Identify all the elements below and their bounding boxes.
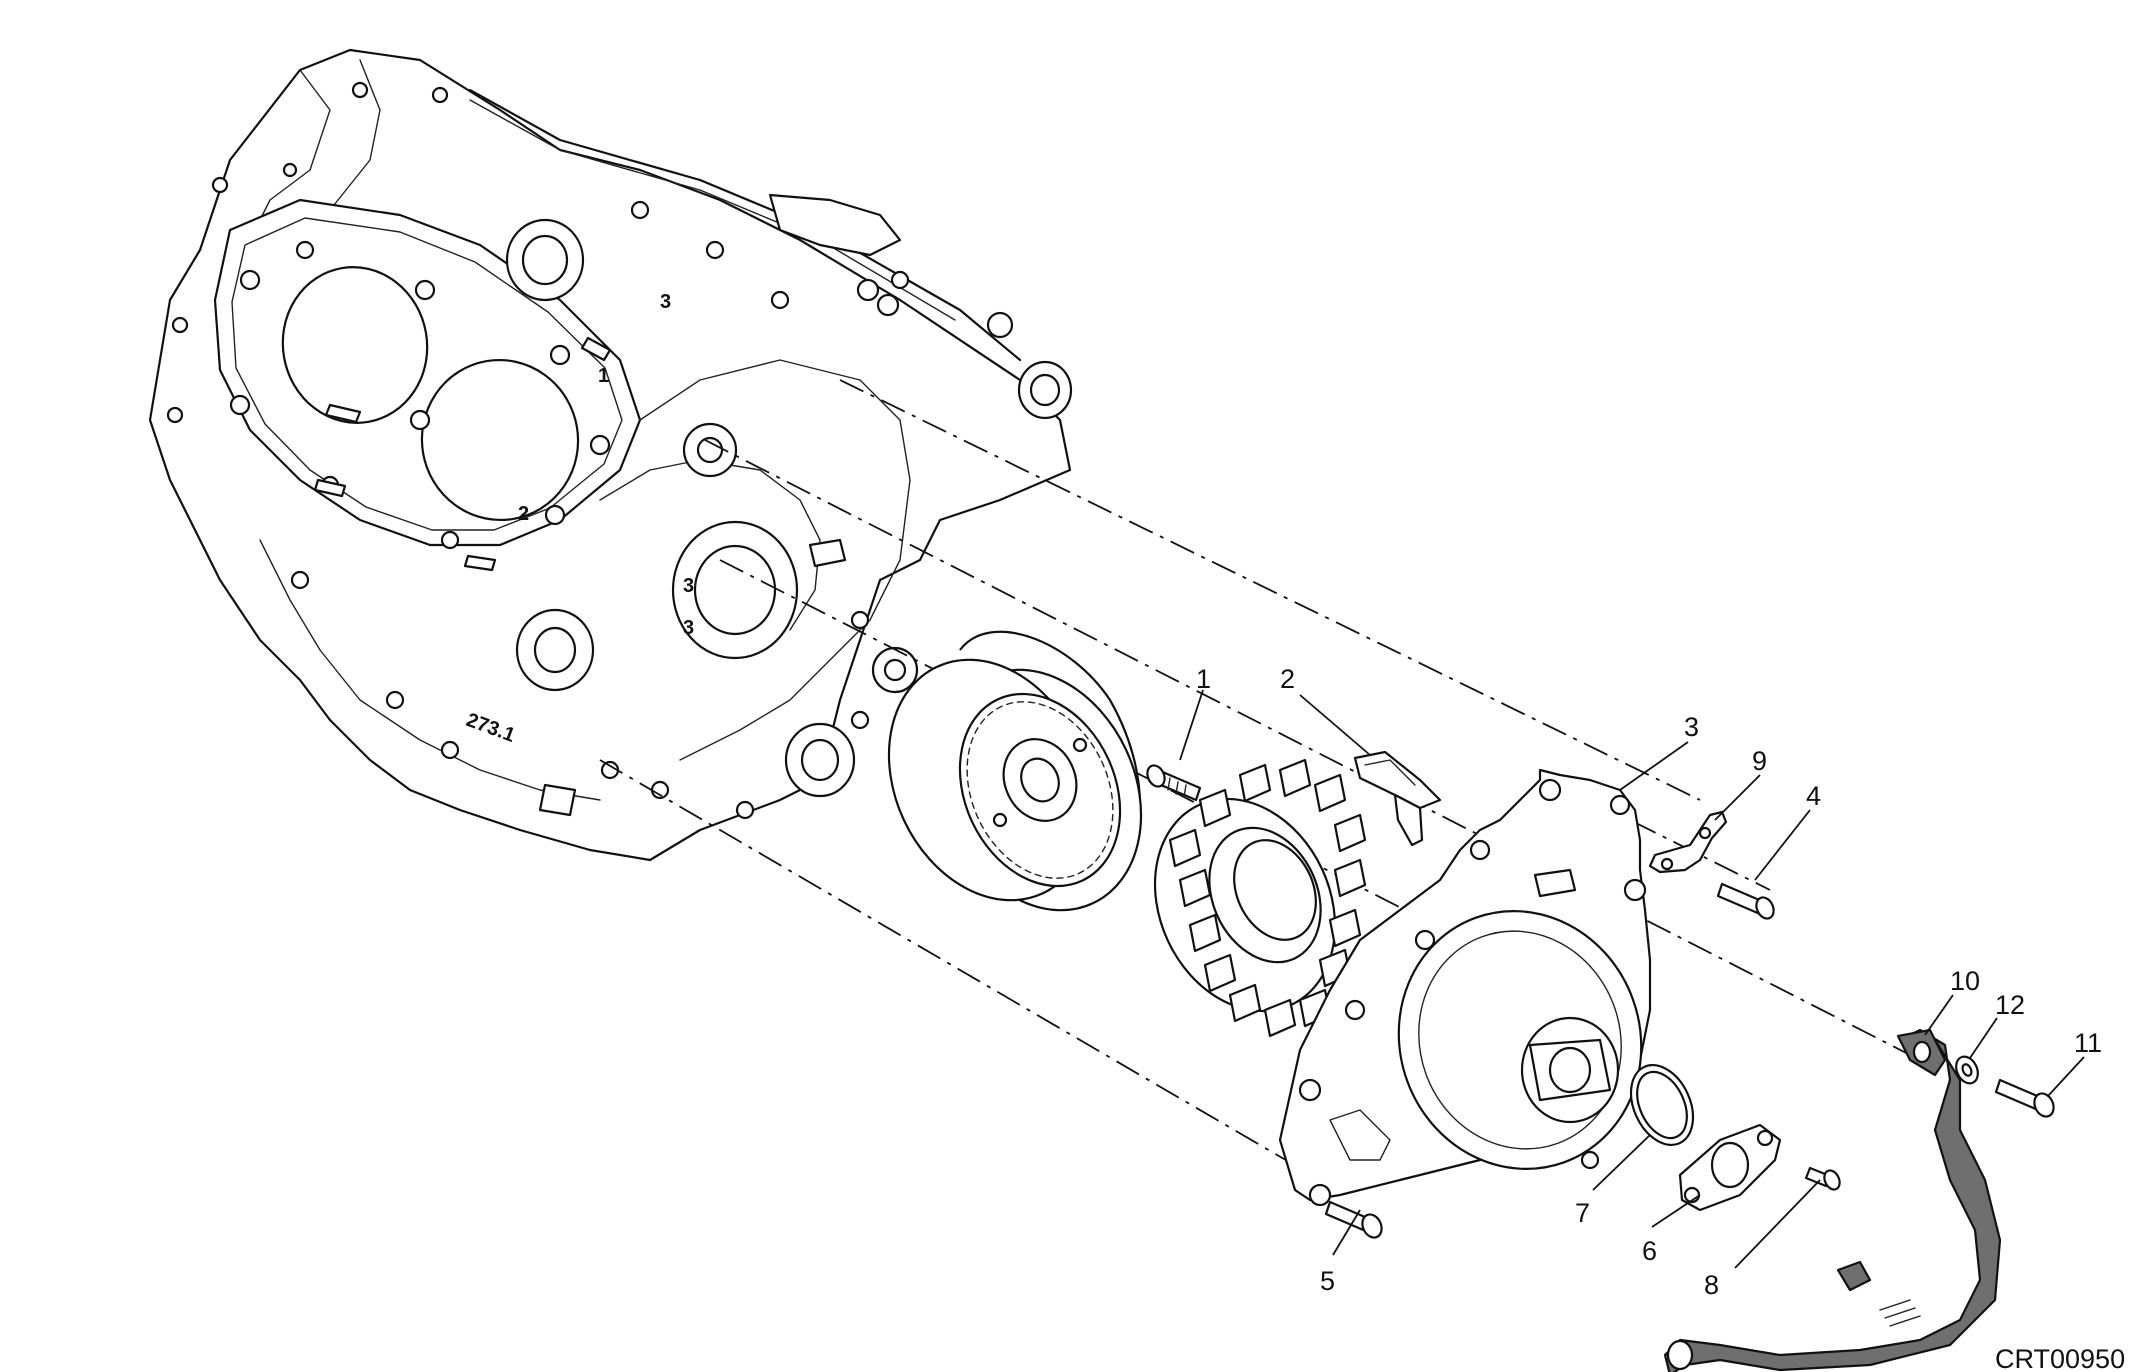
callout-3: 3 bbox=[1684, 712, 1699, 742]
casting-mark-cylinder-1: 1 bbox=[598, 365, 609, 387]
part-1-bolt bbox=[1146, 764, 1202, 802]
casting-mark-boss-a: 3 bbox=[683, 575, 694, 597]
drawing-code: CRT00950 bbox=[1995, 1344, 2125, 1372]
casting-mark-boss-b: 3 bbox=[683, 617, 694, 639]
callout-6: 6 bbox=[1642, 1236, 1657, 1266]
part-7-ring bbox=[1629, 1064, 1695, 1146]
callout-8: 8 bbox=[1704, 1270, 1719, 1300]
stator bbox=[1153, 758, 1367, 1038]
part-11-bolt bbox=[1994, 1078, 2055, 1118]
part-8-screw bbox=[1804, 1166, 1841, 1191]
assembly-axes bbox=[599, 379, 1921, 1181]
callout-4: 4 bbox=[1806, 781, 1821, 811]
part-12-washer bbox=[1955, 1055, 1979, 1085]
part-3-generator-cover bbox=[1278, 768, 1652, 1207]
cylinder-bore-1 bbox=[281, 266, 429, 424]
callout-11: 11 bbox=[2074, 1028, 2102, 1058]
cylinder-bore-2 bbox=[420, 358, 580, 522]
casting-mark-cylinder-2: 2 bbox=[518, 503, 529, 525]
callout-12: 12 bbox=[1995, 990, 2025, 1020]
part-4-bolt bbox=[1716, 882, 1775, 920]
casting-mark-top: 3 bbox=[660, 291, 671, 313]
callout-1: 1 bbox=[1196, 664, 1211, 694]
part-2-grommet bbox=[1353, 750, 1442, 847]
callout-10: 10 bbox=[1950, 966, 1980, 996]
callout-7: 7 bbox=[1575, 1198, 1590, 1228]
part-10-guard bbox=[1663, 1028, 2002, 1372]
leader-lines bbox=[1179, 689, 2085, 1269]
part-9-bracket bbox=[1648, 810, 1728, 874]
callout-5: 5 bbox=[1320, 1266, 1335, 1296]
engine-crankcase: 2 1 3 3 3 273.1 bbox=[148, 48, 1073, 862]
callout-numbers: 1 2 3 4 5 6 7 8 9 10 12 11 bbox=[1196, 664, 2102, 1300]
callout-2: 2 bbox=[1280, 664, 1295, 694]
part-6-plate bbox=[1678, 1123, 1782, 1212]
part-5-bolt bbox=[1324, 1200, 1383, 1239]
rotor-flywheel bbox=[887, 630, 1143, 912]
callout-9: 9 bbox=[1752, 746, 1767, 776]
